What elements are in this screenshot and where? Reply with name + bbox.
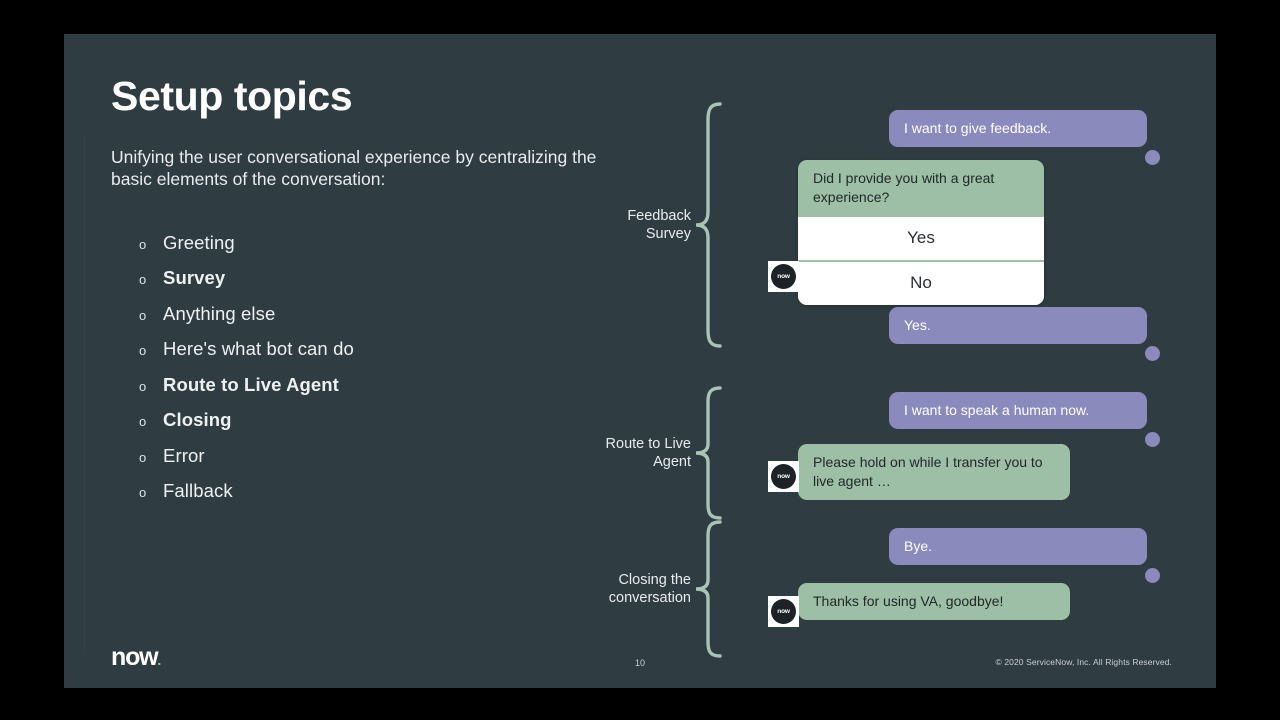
bullet-marker-icon: o: [139, 307, 147, 323]
now-logo-icon: now: [771, 599, 796, 624]
topic-label: Closing: [163, 409, 232, 431]
copyright-notice: © 2020 ServiceNow, Inc. All Rights Reser…: [995, 657, 1172, 667]
read-receipt-dot: [1145, 150, 1160, 165]
chat-message-text: I want to speak a human now.: [904, 402, 1090, 418]
bullet-marker-icon: o: [139, 236, 147, 252]
avatar-label: now: [777, 273, 790, 280]
topic-label: Route to Live Agent: [163, 373, 339, 395]
list-item: o Greeting: [111, 232, 631, 268]
chat-bubble-user: Bye.: [889, 528, 1147, 565]
topic-label: Fallback: [163, 480, 233, 502]
topic-list: o Greeting o Survey o Anything else o He…: [111, 232, 631, 516]
topic-label: Greeting: [163, 231, 235, 253]
chat-bubble-user: I want to give feedback.: [889, 110, 1147, 147]
list-item: o Closing: [111, 409, 631, 445]
bullet-marker-icon: o: [139, 272, 147, 288]
avatar-label: now: [777, 473, 790, 480]
bullet-marker-icon: o: [139, 343, 147, 359]
now-logo-icon: now: [771, 464, 796, 489]
topic-label: Error: [163, 444, 205, 466]
chat-message-text: Yes.: [904, 317, 931, 333]
slide-seam-artifact: [84, 134, 85, 654]
servicenow-logo: now.: [111, 643, 161, 671]
slide-left-column: Setup topics Unifying the user conversat…: [111, 73, 631, 516]
bullet-marker-icon: o: [139, 378, 147, 394]
slide-subtitle: Unifying the user conversational experie…: [111, 147, 597, 190]
topic-label: Survey: [163, 267, 226, 289]
survey-question: Did I provide you with a great experienc…: [813, 170, 995, 205]
list-item: o Fallback: [111, 480, 631, 516]
page-number: 10: [634, 658, 645, 668]
group-label: Route to Live Agent: [605, 435, 691, 470]
chat-bubble-bot: Please hold on while I transfer you to l…: [798, 444, 1070, 500]
avatar-label: now: [777, 608, 790, 615]
curly-brace-icon: [695, 102, 722, 348]
list-item: o Here's what bot can do: [111, 338, 631, 374]
now-logo-icon: now: [771, 264, 796, 289]
chat-message-text: Thanks for using VA, goodbye!: [813, 593, 1004, 609]
survey-option-yes[interactable]: Yes: [798, 216, 1044, 262]
avatar: now: [768, 596, 799, 627]
curly-brace-icon: [695, 520, 722, 658]
topic-label: Here's what bot can do: [163, 338, 354, 360]
group-closing-conversation: Closing the conversation: [544, 518, 729, 660]
logo-text: now: [111, 643, 159, 671]
survey-option-no[interactable]: No: [798, 261, 1044, 305]
group-feedback-survey: Feedback Survey: [544, 100, 729, 350]
presentation-slide: Setup topics Unifying the user conversat…: [64, 34, 1216, 688]
chat-message-text: I want to give feedback.: [904, 120, 1052, 136]
chat-bubble-user: Yes.: [889, 307, 1147, 344]
logo-dot: .: [157, 652, 161, 668]
list-item: o Route to Live Agent: [111, 374, 631, 410]
chat-message-text: Bye.: [904, 538, 933, 554]
group-route-to-live-agent: Route to Live Agent: [544, 384, 729, 522]
bullet-marker-icon: o: [139, 485, 147, 501]
bullet-marker-icon: o: [139, 414, 147, 430]
avatar: now: [768, 461, 799, 492]
survey-card: Did I provide you with a great experienc…: [798, 160, 1044, 305]
list-item: o Anything else: [111, 303, 631, 339]
group-label: Closing the conversation: [608, 571, 691, 606]
read-receipt-dot: [1145, 568, 1160, 583]
bullet-marker-icon: o: [139, 449, 147, 465]
read-receipt-dot: [1145, 346, 1160, 361]
chat-message-text: Please hold on while I transfer you to l…: [813, 454, 1043, 489]
list-item: o Survey: [111, 267, 631, 303]
chat-bubble-user: I want to speak a human now.: [889, 392, 1147, 429]
page-title: Setup topics: [111, 73, 353, 119]
avatar: now: [768, 261, 799, 292]
list-item: o Error: [111, 445, 631, 481]
read-receipt-dot: [1145, 432, 1160, 447]
curly-brace-icon: [695, 386, 722, 520]
chat-bubble-bot: Thanks for using VA, goodbye!: [798, 583, 1070, 620]
group-label: Feedback Survey: [627, 207, 691, 242]
topic-label: Anything else: [163, 302, 276, 324]
